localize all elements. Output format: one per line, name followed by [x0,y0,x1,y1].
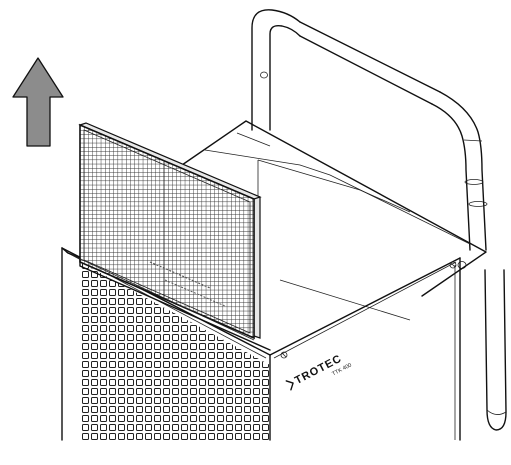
trolley-handle [251,9,507,431]
air-filter-panel [78,122,262,340]
remove-upward-arrow-icon [12,57,64,147]
trotec-logo: TROTEC TTK 400 [285,353,353,391]
device-body [61,247,461,441]
filter-slot [61,247,271,351]
